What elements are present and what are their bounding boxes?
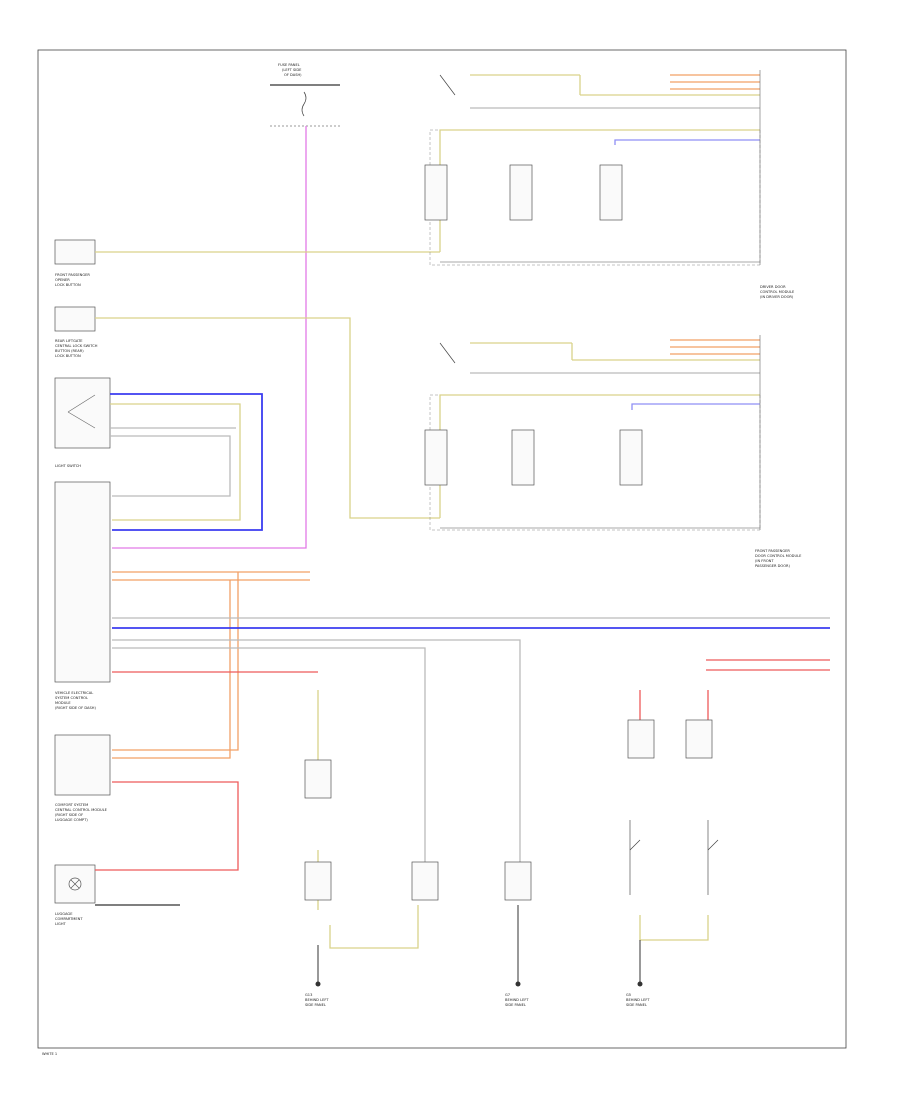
- driver-door-control-module: DRIVER DOOR CONTROL MODULE (IN DRIVER DO…: [424, 129, 795, 299]
- left-reading-light: [504, 861, 532, 901]
- fuse-label-3: OF DASH): [284, 73, 302, 77]
- liftgate-label-2: CENTRAL LOCK SWITCH: [55, 344, 98, 348]
- comfort-label-2: CENTRAL CONTROL MODULE: [55, 808, 108, 812]
- vehicle-electrical-system-control-module: [54, 481, 111, 683]
- fuse-label-1: FUSE PANEL: [278, 63, 300, 67]
- ground-g5-label-1: G5: [626, 993, 631, 997]
- pdcm-label-1: FRONT PASSENGER: [755, 549, 790, 553]
- light-switch-icon: [67, 394, 96, 429]
- ground-g5: G5 BEHIND LEFT SIDE PANEL: [626, 940, 650, 1007]
- passenger-door-switch: [439, 342, 760, 374]
- front-passenger-door-control-module: FRONT PASSENGER DOOR CONTROL MODULE (IN …: [424, 394, 802, 568]
- wire-yellow-contact-loop: [639, 915, 709, 941]
- pdcm-label-3: (IN FRONT: [755, 559, 774, 563]
- luggage-light-label-2: COMPARTMENT: [55, 917, 83, 921]
- liftgate-label-1: REAR LIFTGATE: [55, 339, 83, 343]
- wire-gray-bus-2: [112, 639, 521, 870]
- glove-box-switch: [304, 861, 332, 901]
- wire-red-comfort: [95, 781, 239, 871]
- pdcm-motor-1: [424, 429, 448, 486]
- wire-blue-loop: [110, 393, 263, 531]
- page-tag: WHITE 1: [42, 1052, 57, 1056]
- driver-door-latch-switch: [629, 820, 641, 895]
- fuse-label-2: (LEFT SIDE: [282, 68, 302, 72]
- vescm-label-1: VEHICLE ELECTRICAL: [55, 691, 93, 695]
- wire-yellow-pdcm: [439, 394, 760, 518]
- pdcm-motor-3: [619, 429, 643, 486]
- ddcm-motor-3: [599, 164, 623, 221]
- ground-g5-label-2: BEHIND LEFT: [626, 998, 650, 1002]
- ddcm-label-3: (IN DRIVER DOOR): [760, 295, 794, 299]
- wire-blue-light-pdcm: [631, 403, 760, 410]
- wire-gray-ls-2: [110, 435, 231, 497]
- comfort-label-4: LUGGAGE COMPT): [55, 818, 88, 822]
- front-passenger-label-1: FRONT PASSENGER: [55, 273, 90, 277]
- ground-g5-label-3: SIDE PANEL: [626, 1003, 647, 1007]
- rear-liftgate-lock-switch: [54, 306, 96, 332]
- driver-door-switch: [439, 74, 760, 109]
- comfort-label-3: (RIGHT SIDE OF: [55, 813, 83, 817]
- front-passenger-lock-button: [54, 239, 96, 265]
- passenger-door-contact: [685, 719, 713, 759]
- vescm-label-2: SYSTEM CONTROL: [55, 696, 88, 700]
- light-switch: [54, 377, 111, 449]
- wire-layer: [95, 126, 830, 949]
- wire-yellow-ground-loop: [329, 905, 419, 949]
- ground-g13-label-2: BEHIND LEFT: [305, 998, 329, 1002]
- wire-yellow-liftgate: [95, 317, 440, 519]
- vescm-label-4: (RIGHT SIDE OF DASH): [55, 706, 96, 710]
- luggage-light-label-3: LIGHT: [55, 922, 67, 926]
- ground-g13-label-3: SIDE PANEL: [305, 1003, 326, 1007]
- luggage-light-label-1: LUGGAGE: [55, 912, 73, 916]
- liftgate-label-3: BUTTON (REAR): [55, 349, 84, 353]
- orange-bundle-top: [670, 74, 760, 90]
- pdcm-motor-2: [511, 429, 535, 486]
- ground-g13-label-1: G13: [305, 993, 312, 997]
- light-switch-label: LIGHT SWITCH: [55, 464, 81, 468]
- ddcm-motor-2: [509, 164, 533, 221]
- ground-g13: G13 BEHIND LEFT SIDE PANEL: [305, 945, 329, 1007]
- passenger-door-latch-switch: [707, 820, 719, 895]
- wire-gray-bus-3: [112, 647, 426, 868]
- pdcm-label-2: DOOR CONTROL MODULE: [755, 554, 802, 558]
- liftgate-label-4: LOCK BUTTON: [55, 354, 81, 358]
- ground-g7: G7 BEHIND LEFT SIDE PANEL: [505, 905, 529, 1007]
- luggage-lamp-icon: [68, 877, 82, 891]
- vescm-label-3: MODULE: [55, 701, 71, 705]
- wire-yellow-ls-1: [110, 403, 241, 521]
- ddcm-label-2: CONTROL MODULE: [760, 290, 795, 294]
- ddcm-motor-1: [424, 164, 448, 221]
- ground-g7-label-3: SIDE PANEL: [505, 1003, 526, 1007]
- wire-blue-light-ddcm: [614, 139, 760, 145]
- diagram-frame: [37, 49, 847, 1049]
- comfort-system-control-module: [54, 734, 111, 796]
- wire-orange-4: [112, 580, 231, 759]
- wire-orange-3: [112, 572, 239, 751]
- top-fuse-block: FUSE PANEL (LEFT SIDE OF DASH): [270, 63, 340, 127]
- driver-door-contact: [627, 719, 655, 759]
- glove-box-light: [304, 759, 332, 799]
- front-passenger-label-3: LOCK BUTTON: [55, 283, 81, 287]
- orange-bundle-mid: [670, 339, 760, 355]
- comfort-label-1: COMFORT SYSTEM: [55, 803, 88, 807]
- ground-g7-label-1: G7: [505, 993, 510, 997]
- pdcm-label-4: PASSENGER DOOR): [755, 564, 791, 568]
- ddcm-label-1: DRIVER DOOR: [760, 285, 786, 289]
- ground-g7-label-2: BEHIND LEFT: [505, 998, 529, 1002]
- rear-reading-light: [411, 861, 439, 901]
- front-passenger-label-2: OPENER: [55, 278, 70, 282]
- wire-violet-main: [112, 126, 307, 549]
